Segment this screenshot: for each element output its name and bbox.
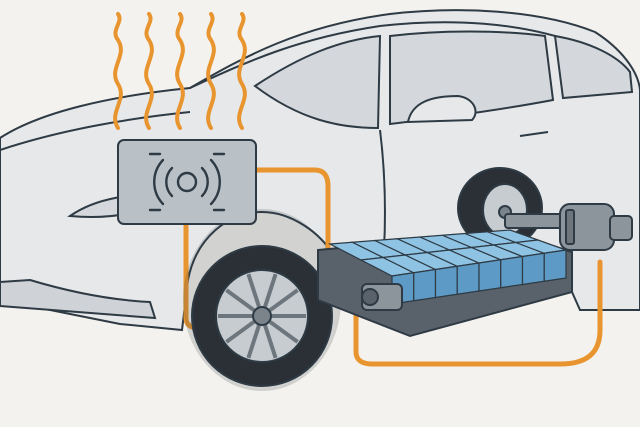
rim-spoke (248, 274, 259, 306)
rim-spoke (226, 290, 254, 310)
front-bumper (0, 280, 155, 318)
front-wheel (184, 210, 340, 390)
windshield (255, 36, 380, 128)
electric-motor (505, 204, 632, 250)
front-hub (253, 307, 271, 325)
rim-spoke (248, 326, 259, 358)
door-handle (520, 132, 548, 136)
rim-spoke (270, 290, 298, 310)
rim-spoke (265, 274, 276, 306)
front-rim-spokes (218, 274, 306, 358)
hood-line (0, 112, 190, 150)
battery-connector-port (362, 289, 378, 305)
concentric-arc-signal-icon (150, 154, 224, 210)
battery-cell-side (414, 270, 436, 301)
coolant-line-module-to-battery (256, 170, 328, 250)
rim-spoke (270, 322, 298, 342)
battery-cell-side (436, 266, 458, 297)
battery-cell-side (544, 250, 566, 281)
side-mirror (408, 96, 476, 122)
door-line (380, 130, 385, 250)
battery-cells (330, 230, 566, 304)
thermal-control-module (118, 140, 256, 224)
car-roof-line (190, 22, 580, 88)
coolant-line-battery-loop (356, 262, 600, 364)
battery-cell-side (523, 253, 545, 284)
battery-cell-side (457, 263, 479, 294)
rim-spoke (265, 326, 276, 358)
heat-wave-line (115, 14, 121, 128)
motor-ring (566, 210, 574, 244)
heat-wave-line (239, 14, 245, 128)
drive-shaft (505, 214, 565, 228)
motor-endcap (610, 216, 632, 240)
control-module-box (118, 140, 256, 224)
heat-waves-group (115, 14, 245, 128)
rear-side-window (555, 36, 632, 98)
heat-wave-line (177, 14, 183, 128)
battery-cell-side (501, 257, 523, 288)
heat-wave-line (146, 14, 152, 128)
rim-spoke (226, 322, 254, 342)
battery-cell-side (479, 260, 501, 291)
heat-wave-line (208, 14, 214, 128)
battery-pack (318, 230, 572, 336)
